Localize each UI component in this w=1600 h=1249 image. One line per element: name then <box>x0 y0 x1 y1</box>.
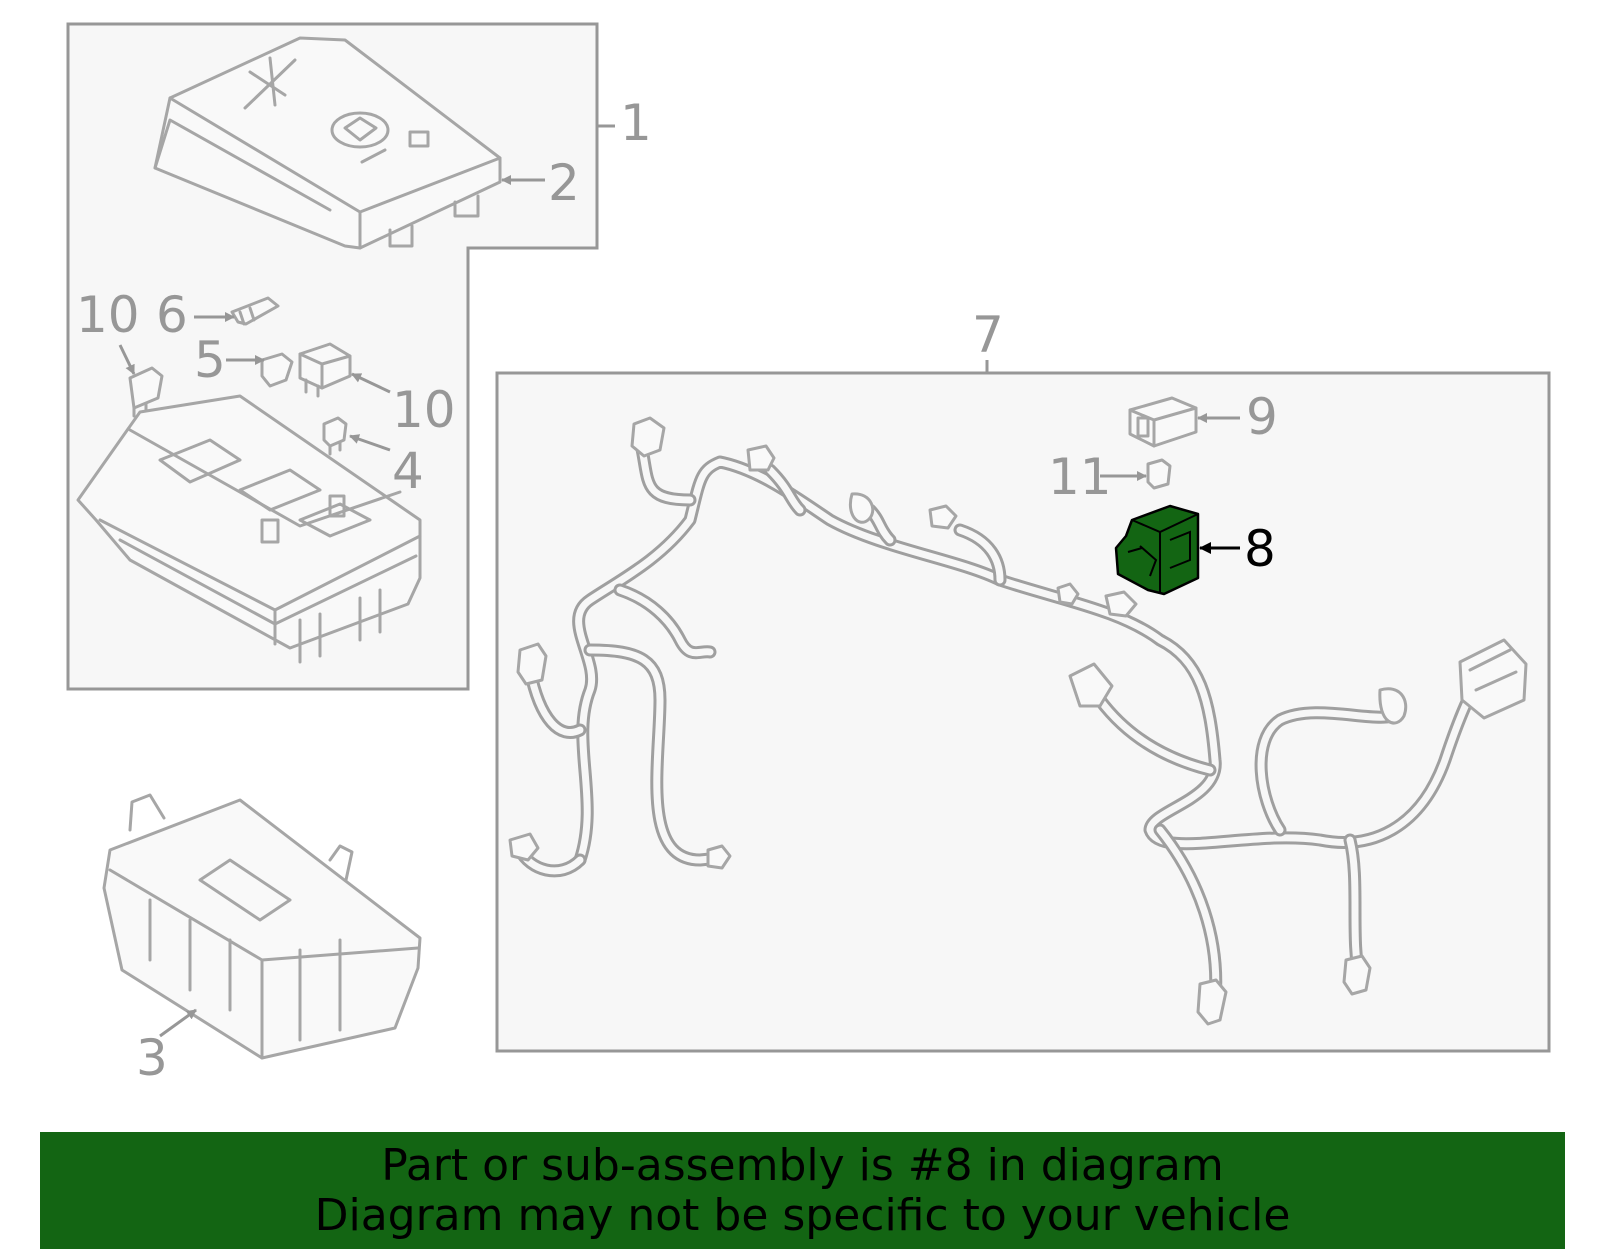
leader-lines <box>118 124 1240 1038</box>
callout-10-right: 10 <box>392 381 456 439</box>
relay-10-left <box>128 366 164 418</box>
fuse-4 <box>322 416 348 456</box>
lower-housing <box>102 793 422 1060</box>
callout-5: 5 <box>194 331 226 389</box>
callout-2: 2 <box>548 154 580 212</box>
callout-11: 11 <box>1048 448 1112 506</box>
callout-8: 8 <box>1244 520 1276 578</box>
banner-line-1: Part or sub-assembly is #8 in diagram <box>381 1139 1224 1191</box>
harness-connectors <box>508 416 1528 1026</box>
fuse-box-base <box>76 394 422 664</box>
callout-9: 9 <box>1246 388 1278 446</box>
relay-9 <box>1128 396 1198 448</box>
callout-6: 6 <box>156 286 188 344</box>
callout-4: 4 <box>392 442 424 500</box>
highlighted-part-8 <box>1114 504 1200 596</box>
fuse-5 <box>260 352 294 388</box>
callout-10-left: 10 <box>76 286 140 344</box>
relay-10-upper <box>298 342 352 398</box>
callout-3: 3 <box>136 1029 168 1087</box>
info-banner: Part or sub-assembly is #8 in diagram Di… <box>40 1132 1565 1249</box>
fuse-11 <box>1146 458 1172 490</box>
banner-line-2: Diagram may not be specific to your vehi… <box>314 1189 1291 1241</box>
fuse-box-cover <box>153 36 502 250</box>
callout-1: 1 <box>620 94 652 152</box>
fuse-6 <box>230 296 280 326</box>
callout-7: 7 <box>972 306 1004 364</box>
